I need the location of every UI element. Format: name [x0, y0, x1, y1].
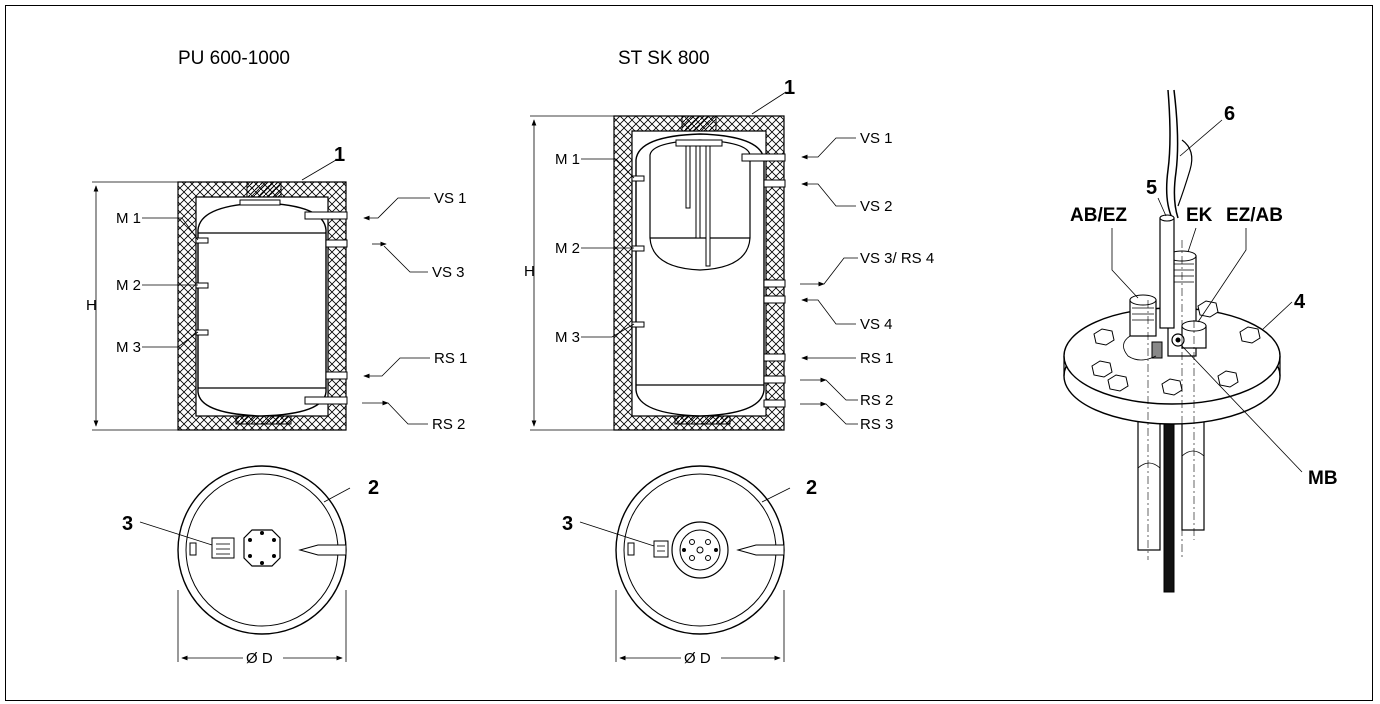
left-sensor-m1: M 1: [116, 210, 141, 227]
middle-port-rs2: RS 2: [860, 392, 893, 409]
flange-label-mb: MB: [1308, 468, 1338, 489]
left-sensor-m2: M 2: [116, 277, 141, 294]
middle-sensor-m1: M 1: [555, 151, 580, 168]
left-top-view: Ø D 3 2: [122, 465, 379, 667]
title-middle: ST SK 800: [618, 48, 710, 69]
flange-callout-6: 6: [1224, 103, 1235, 125]
left-sensor-m3: M 3: [116, 339, 141, 356]
left-port-vs1: VS 1: [434, 190, 467, 207]
middle-sensor-m2: M 2: [555, 240, 580, 257]
flange-label-ez-ab: EZ/AB: [1226, 205, 1283, 226]
left-height-label: H: [86, 297, 97, 314]
middle-diameter-label: Ø D: [684, 650, 711, 667]
diagram-frame: [5, 5, 1373, 701]
middle-port-vs4: VS 4: [860, 316, 893, 333]
middle-port-rs3: RS 3: [860, 416, 893, 433]
middle-tank: H M 1 M 2 M 3 VS 1 VS 2 VS 3/ RS 4 VS 4 …: [524, 77, 934, 433]
left-diameter-label: Ø D: [246, 650, 273, 667]
middle-port-vs2: VS 2: [860, 198, 893, 215]
middle-callout-1: 1: [784, 77, 795, 99]
flange-label-ek: EK: [1186, 205, 1213, 226]
left-callout-1: 1: [334, 144, 345, 166]
middle-height-label: H: [524, 263, 535, 280]
middle-port-vs3-rs4: VS 3/ RS 4: [860, 250, 934, 267]
flange-label-ab-ez: AB/EZ: [1070, 205, 1127, 226]
middle-port-vs1: VS 1: [860, 130, 893, 147]
left-tank: H M 1 M 2 M 3 VS 1 VS 3 RS 1 RS 2 1: [86, 144, 467, 433]
middle-callout-2: 2: [806, 477, 817, 499]
left-port-vs3: VS 3: [432, 264, 465, 281]
middle-port-rs1: RS 1: [860, 350, 893, 367]
middle-callout-3: 3: [562, 513, 573, 535]
left-callout-2: 2: [368, 477, 379, 499]
title-left: PU 600-1000: [178, 48, 290, 69]
flange-callout-5: 5: [1146, 177, 1157, 199]
left-callout-3: 3: [122, 513, 133, 535]
flange-callout-4: 4: [1294, 291, 1306, 313]
flange-detail: AB/EZ EK EZ/AB MB 4 5 6: [1063, 89, 1338, 593]
middle-sensor-m3: M 3: [555, 329, 580, 346]
middle-top-view: Ø D 3 2: [562, 465, 817, 667]
left-port-rs1: RS 1: [434, 350, 467, 367]
left-port-rs2: RS 2: [432, 416, 465, 433]
